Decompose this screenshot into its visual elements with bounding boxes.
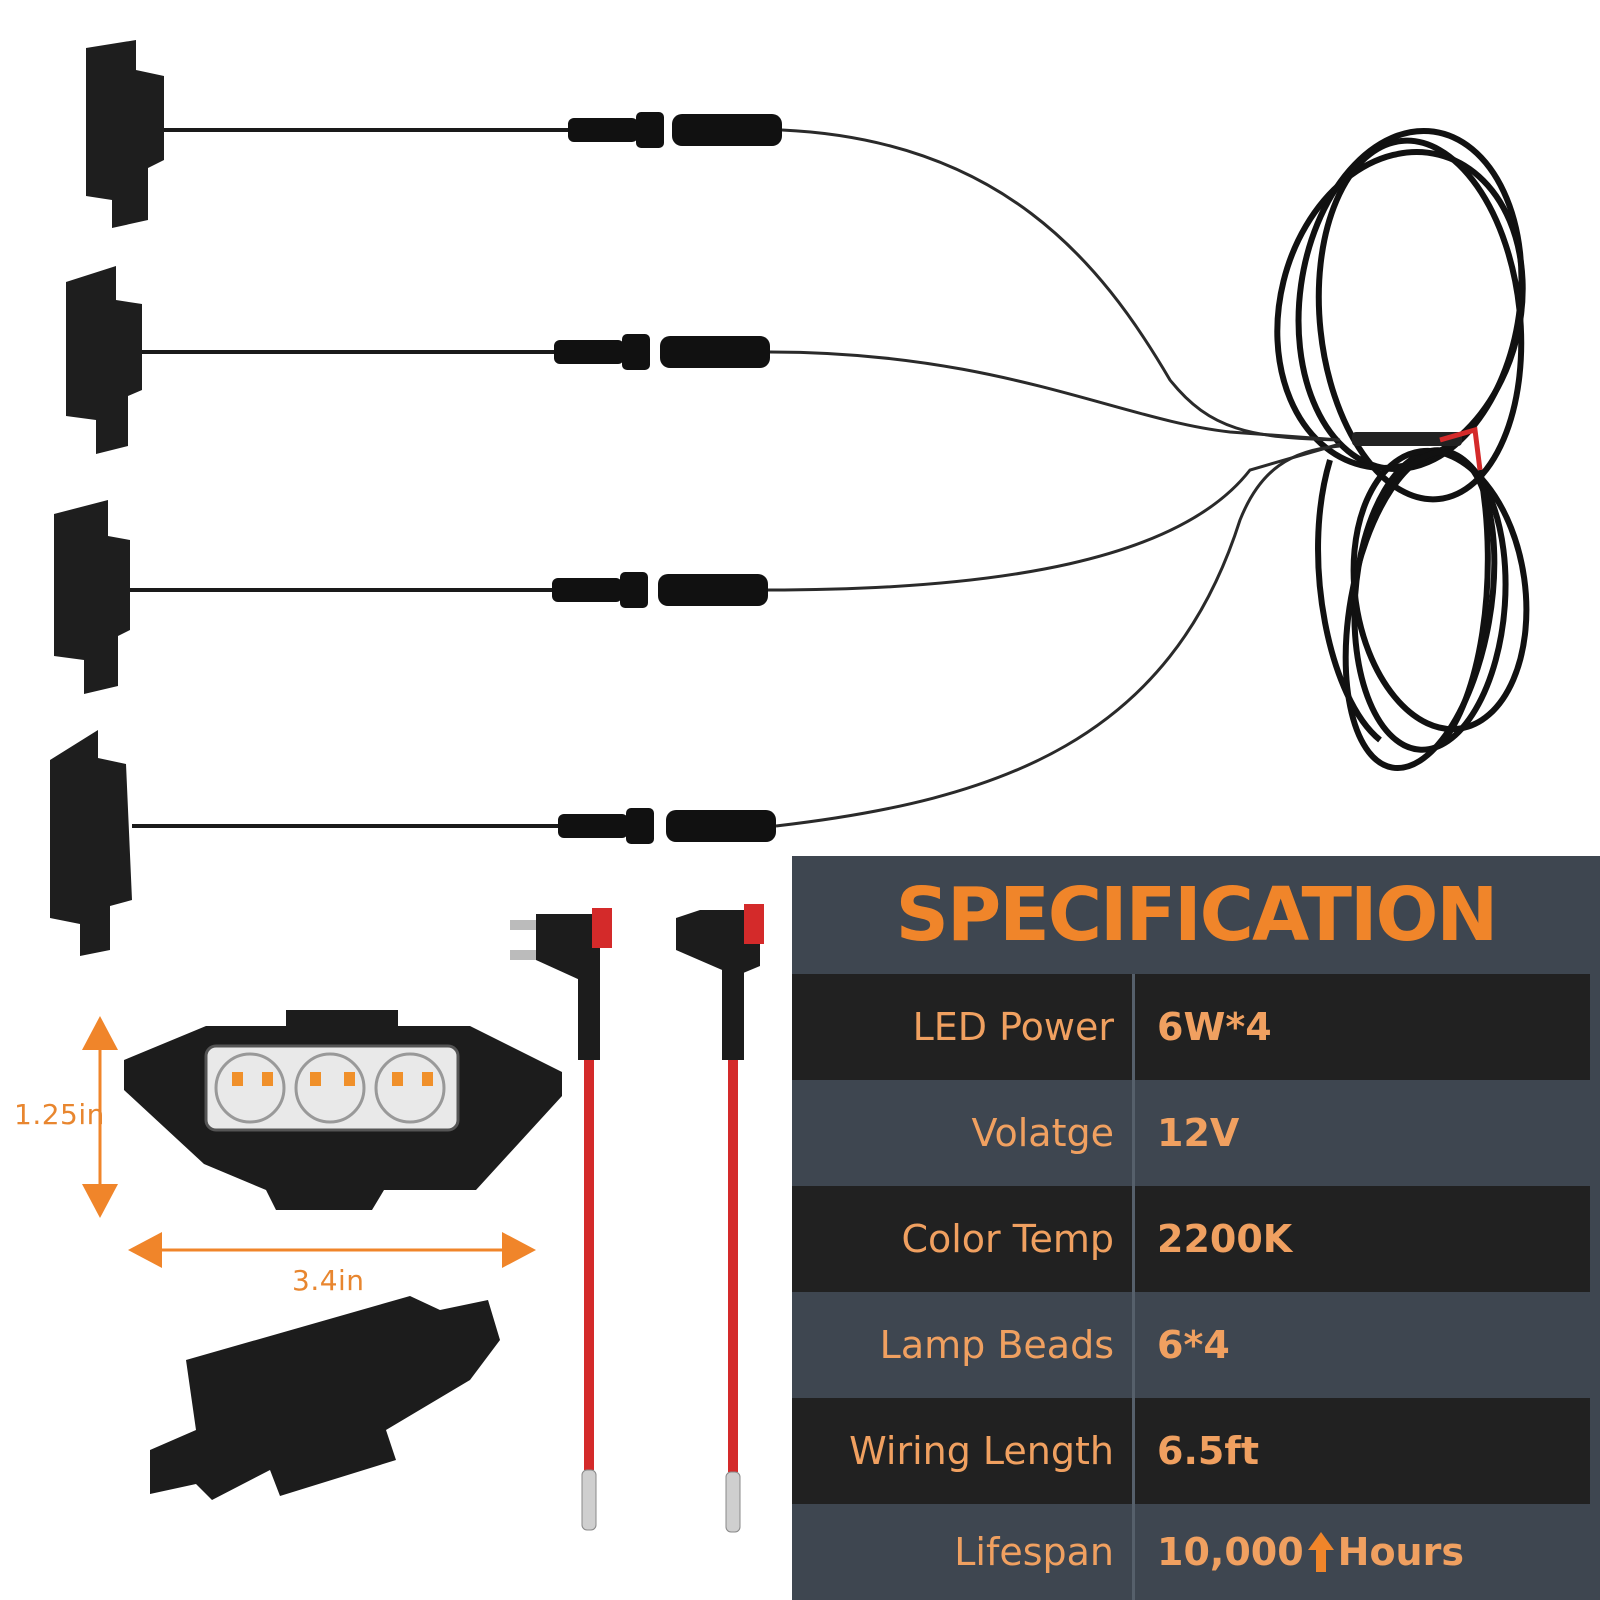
lens-left [214, 1052, 286, 1124]
spec-divider [1132, 974, 1135, 1080]
lamp-cables [130, 128, 572, 828]
lifespan-unit: Hours [1337, 1530, 1464, 1574]
width-dimension-arrow [128, 1232, 536, 1268]
spec-row-led-power: LED Power 6W*4 [792, 974, 1590, 1080]
lens-middle [294, 1052, 366, 1124]
lens-right [374, 1052, 446, 1124]
coiled-wire-bundle [1274, 127, 1530, 772]
spec-row-color-temp: Color Temp 2200K [792, 1186, 1590, 1292]
lamp-module-4 [50, 730, 132, 956]
spec-divider [1132, 1504, 1135, 1600]
spec-value: 6W*4 [1157, 1005, 1272, 1049]
spec-divider [1132, 1080, 1135, 1186]
spec-row-wiring-length: Wiring Length 6.5ft [792, 1398, 1590, 1504]
spec-divider [1132, 1398, 1135, 1504]
spec-value: 12V [1157, 1111, 1240, 1155]
spec-row-lamp-beads: Lamp Beads 6*4 [792, 1292, 1590, 1398]
height-dimension-label: 1.25in [14, 1098, 105, 1131]
spec-label: Wiring Length [849, 1429, 1114, 1473]
lamp-module-2 [66, 266, 142, 454]
wire-tie [1352, 432, 1462, 446]
connector-pair-4 [558, 808, 776, 844]
up-arrow-icon [1307, 1532, 1334, 1572]
harness-wires [767, 128, 1341, 828]
spec-divider [1132, 1186, 1135, 1292]
spec-value: 10,000 Hours [1135, 1530, 1590, 1574]
fuse-tap-left [510, 908, 612, 1531]
lamp-mount-angled [150, 1296, 500, 1500]
height-dimension-arrow [82, 1016, 118, 1218]
spec-row-lifespan: Lifespan 10,000 Hours [792, 1504, 1590, 1600]
lamp-front-view [124, 1010, 562, 1210]
spec-value: 6*4 [1157, 1323, 1230, 1367]
led-beads [232, 1072, 433, 1086]
spec-value: 6.5ft [1157, 1429, 1260, 1473]
connector-pair-1 [568, 112, 782, 148]
lamp-module-1 [86, 40, 164, 228]
specification-title: SPECIFICATION [895, 872, 1499, 958]
spec-divider [1132, 1292, 1135, 1398]
spec-label: LED Power [912, 1005, 1114, 1049]
lamp-module-3 [54, 500, 130, 694]
connector-pair-2 [554, 334, 770, 370]
lifespan-number: 10,000 [1157, 1530, 1304, 1574]
spec-value: 2200K [1157, 1217, 1293, 1261]
spec-label: Lifespan [954, 1530, 1114, 1574]
spec-label: Lamp Beads [879, 1323, 1114, 1367]
width-dimension-label: 3.4in [292, 1264, 365, 1297]
spec-label: Volatge [971, 1111, 1114, 1155]
connector-pair-3 [552, 572, 768, 608]
specification-panel: SPECIFICATION LED Power 6W*4 Volatge 12V… [792, 856, 1600, 1600]
spec-label: Color Temp [901, 1217, 1114, 1261]
spec-row-voltage: Volatge 12V [792, 1080, 1590, 1186]
red-wire-end [1439, 426, 1483, 471]
fuse-tap-right [676, 904, 764, 1533]
